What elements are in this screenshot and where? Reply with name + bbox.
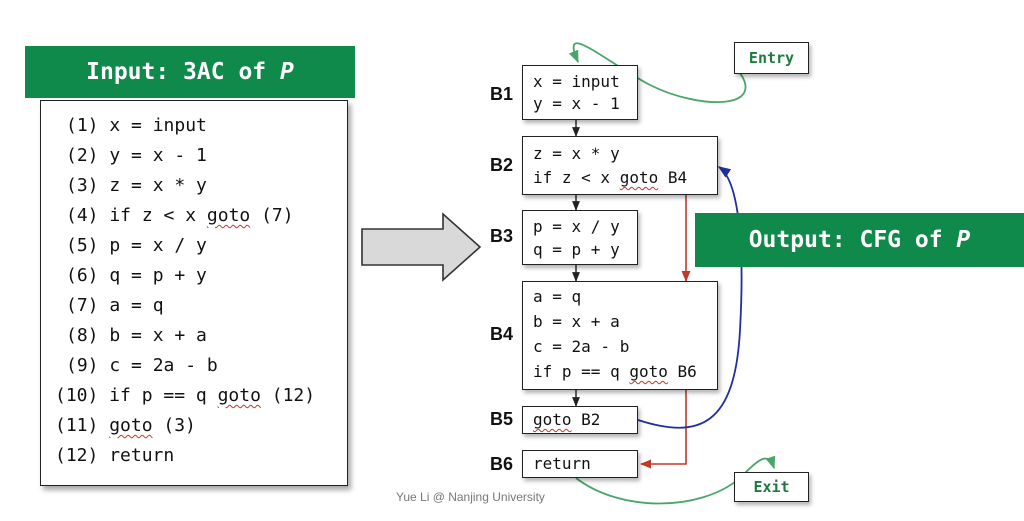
code-line-8: (8) b = x + a: [66, 325, 207, 346]
entry-node: Entry: [734, 42, 809, 74]
input-banner-var: P: [280, 59, 294, 85]
edge-b5-b2-back: [637, 166, 743, 429]
basic-block-b4: a = q b = x + a c = 2a - b if p == q got…: [522, 281, 718, 390]
edge-b4-b6-jump: [639, 390, 687, 469]
code-line-3: (3) z = x * y: [66, 175, 207, 196]
basic-block-b6: return: [522, 450, 638, 478]
input-banner: Input: 3AC of P: [25, 46, 355, 98]
output-banner: Output: CFG of P: [695, 213, 1024, 267]
code-line-4: (4) if z < x goto (7): [66, 205, 294, 226]
input-banner-text: Input: 3AC of: [86, 59, 280, 85]
block-label-b5: B5: [490, 409, 514, 429]
block-label-b3: B3: [490, 226, 514, 246]
code-line-2: (2) y = x - 1: [66, 145, 207, 166]
basic-block-b1: x = input y = x - 1: [522, 65, 638, 120]
code-line-11: (11) goto (3): [55, 415, 196, 436]
b2-line-2: if z < x goto B4: [533, 168, 688, 187]
exit-node: Exit: [734, 472, 809, 502]
b6-line-1: return: [533, 454, 591, 473]
edge-entry-b1: [568, 42, 747, 104]
exit-label: Exit: [753, 478, 790, 496]
b3-line-2: q = p + y: [533, 240, 620, 259]
block-label-b6: B6: [490, 454, 514, 474]
basic-block-b5: goto B2: [522, 406, 638, 434]
basic-block-b2: z = x * y if z < x goto B4: [522, 136, 718, 195]
block-label-b2: B2: [490, 155, 514, 175]
output-banner-var: P: [956, 227, 971, 253]
code-line-5: (5) p = x / y: [66, 235, 207, 256]
block-label-b1: B1: [490, 84, 514, 104]
basic-block-b3: p = x / y q = p + y: [522, 210, 638, 265]
b2-line-1: z = x * y: [533, 144, 620, 163]
three-address-code-box: (1) x = input (2) y = x - 1 (3) z = x * …: [40, 100, 348, 486]
b4-line-3: c = 2a - b: [533, 337, 630, 356]
output-banner-text: Output: CFG of: [748, 227, 957, 253]
b5-line-1: goto B2: [533, 410, 601, 429]
code-line-12: (12) return: [55, 445, 175, 466]
code-line-10: (10) if p == q goto (12): [55, 385, 316, 406]
code-line-7: (7) a = q: [66, 295, 164, 316]
code-line-9: (9) c = 2a - b: [66, 355, 218, 376]
b4-line-2: b = x + a: [533, 312, 620, 331]
footer-credit: Yue Li @ Nanjing University: [396, 490, 545, 504]
b1-line-2: y = x - 1: [533, 94, 620, 113]
code-line-1: (1) x = input: [66, 115, 207, 136]
entry-label: Entry: [748, 49, 795, 67]
edge-b6-exit: [575, 455, 776, 505]
b4-line-1: a = q: [533, 287, 582, 306]
code-line-6: (6) q = p + y: [66, 265, 207, 286]
transform-arrow: [361, 212, 482, 282]
b4-line-4: if p == q goto B6: [533, 362, 697, 381]
b3-line-1: p = x / y: [533, 217, 620, 236]
block-label-b4: B4: [490, 324, 514, 344]
b1-line-1: x = input: [533, 72, 620, 91]
